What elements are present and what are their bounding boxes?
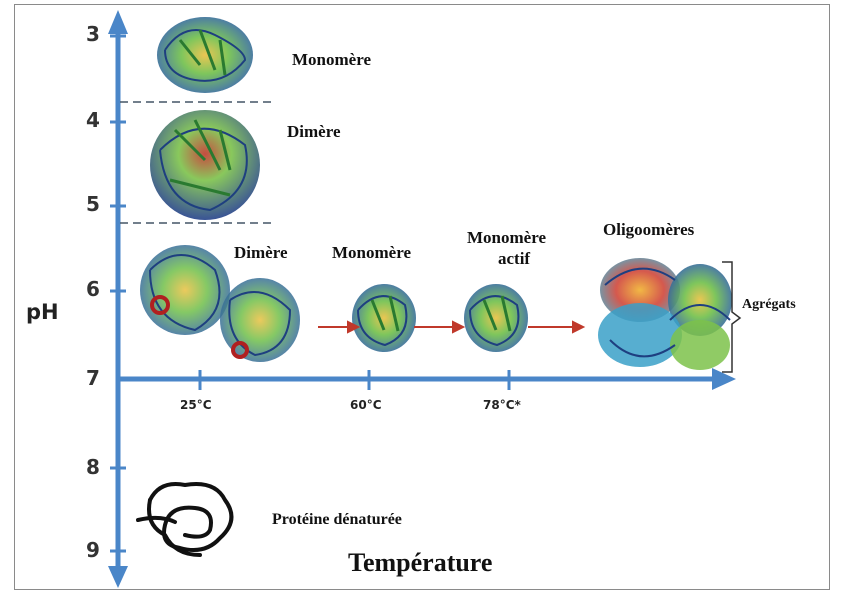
ph-tick-9: 9 <box>86 538 100 562</box>
temperature-axis <box>118 368 736 390</box>
label-monomere-mid: Monomère <box>332 243 411 262</box>
ph-axis-arrow-up-icon <box>108 10 128 34</box>
ph-axis-label: pH <box>26 300 59 324</box>
figure-frame <box>14 4 830 590</box>
ph-tick-4: 4 <box>86 108 100 132</box>
ph-tick-3: 3 <box>86 22 100 46</box>
temperature-axis-label: Température <box>348 548 493 577</box>
ph-region-separators <box>120 101 276 224</box>
transition-arrows <box>318 320 586 334</box>
label-dimere-mid: Dimère <box>234 243 288 262</box>
protein-monomer-icon <box>157 17 253 93</box>
label-oligomeres: Oligoomères <box>603 220 695 239</box>
ph-tick-6: 6 <box>86 277 100 301</box>
ph-tick-5: 5 <box>86 192 100 216</box>
label-agregats: Agrégats <box>742 297 796 312</box>
label-dimere-top: Dimère <box>287 122 341 141</box>
temp-tick-25: 25°C <box>180 398 212 412</box>
temp-tick-78: 78°C* <box>483 398 521 412</box>
denatured-coil-icon <box>136 482 234 557</box>
protein-dimer-icon <box>150 110 260 220</box>
protein-monomer-icon <box>464 284 528 352</box>
label-monomere-actif-line2: actif <box>498 249 531 268</box>
temperature-axis-arrow-icon <box>712 368 736 390</box>
temp-tick-60: 60°C <box>350 398 382 412</box>
label-monomere-actif-line1: Monomère <box>467 228 546 247</box>
aggregates-brace <box>722 261 742 373</box>
protein-monomer-icon <box>352 284 416 352</box>
label-proteine-denaturee: Protéine dénaturée <box>272 511 402 528</box>
protein-dimer-icon <box>140 245 300 362</box>
ph-tick-7: 7 <box>86 366 100 390</box>
ph-axis <box>108 10 128 588</box>
ph-tick-8: 8 <box>86 455 100 479</box>
protein-oligomer-icon <box>598 258 732 370</box>
ph-axis-arrow-down-icon <box>108 566 128 588</box>
label-monomere-top: Monomère <box>292 50 371 69</box>
